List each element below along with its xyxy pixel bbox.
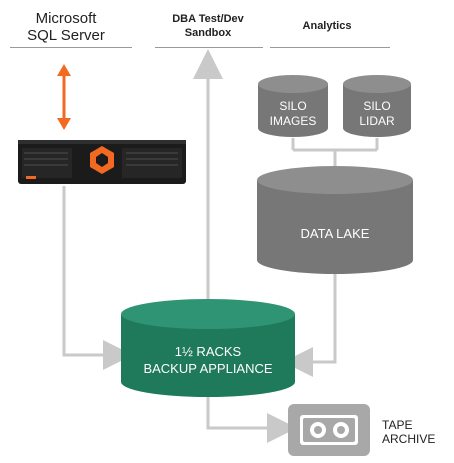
backup-line1: 1½ RACKS xyxy=(175,344,242,359)
silo-lidar-line1: SILO xyxy=(363,99,390,113)
tape-label-line1: TAPE xyxy=(382,418,413,432)
tape-label-line2: ARCHIVE xyxy=(382,432,436,446)
sql-server-header-line1: Microsoft xyxy=(35,10,97,27)
analytics-header: Analytics xyxy=(302,20,352,32)
dba-header-underline xyxy=(155,47,263,48)
tape-cartridge-icon xyxy=(288,404,370,456)
storage-array-device xyxy=(18,140,186,184)
dba-header-line1: DBA Test/Dev xyxy=(172,13,244,25)
data-lake-cylinder: DATA LAKE xyxy=(257,166,413,274)
tape-archive-label: TAPE ARCHIVE xyxy=(382,418,454,446)
sql-server-header-line2: SQL Server xyxy=(27,27,105,44)
silo-images-line1: SILO xyxy=(279,99,306,113)
silo-images-line2: IMAGES xyxy=(270,114,317,128)
dba-header-line2: Sandbox xyxy=(184,27,232,39)
silo-lidar-cylinder: SILO LIDAR xyxy=(343,75,411,137)
backup-line2: BACKUP APPLIANCE xyxy=(143,361,272,376)
backup-to-tape-connector xyxy=(206,396,297,443)
dba-sandbox-header: DBA Test/Dev Sandbox xyxy=(148,12,268,40)
sql-storage-arrow xyxy=(57,64,71,130)
silos-to-datalake-connector xyxy=(291,138,379,168)
sql-server-header: Microsoft SQL Server xyxy=(0,10,132,44)
backup-appliance-cylinder: 1½ RACKS BACKUP APPLIANCE xyxy=(121,299,295,397)
datalake-to-backup-connector xyxy=(283,272,337,377)
array-to-backup-connector xyxy=(62,186,133,370)
silo-lidar-line2: LIDAR xyxy=(359,114,395,128)
analytics-header-underline xyxy=(270,47,390,48)
sql-header-underline xyxy=(10,47,132,48)
silo-images-cylinder: SILO IMAGES xyxy=(258,75,328,137)
data-lake-label: DATA LAKE xyxy=(301,226,370,241)
